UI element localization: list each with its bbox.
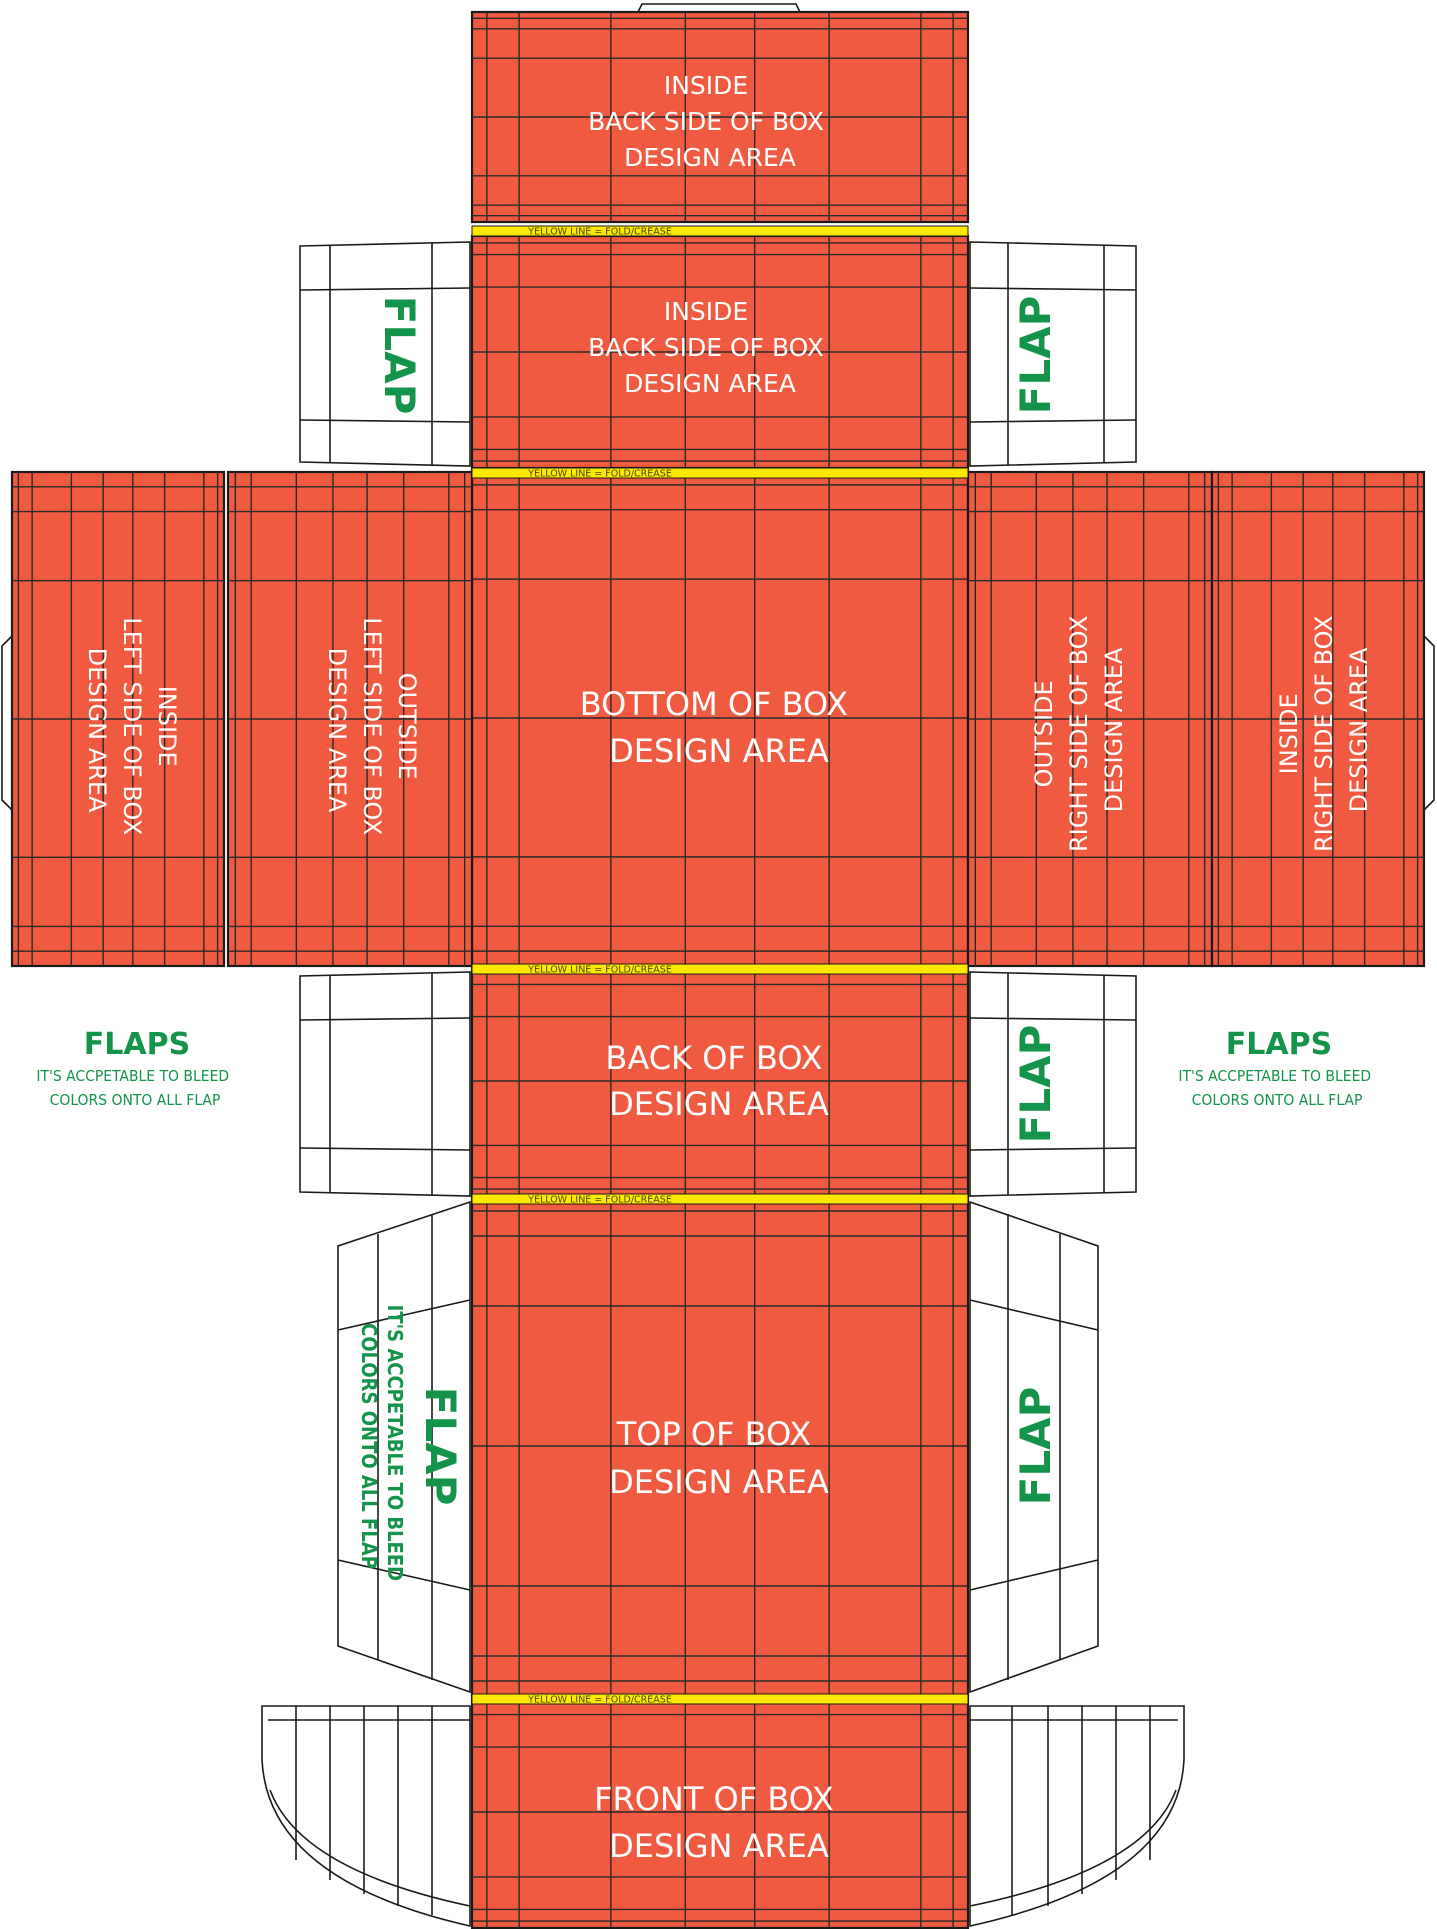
panel-label-inside-left: INSIDE LEFT SIDE OF BOX DESIGN AREA <box>83 617 181 843</box>
panel-label-back: BACK OF BOX DESIGN AREA <box>605 1039 832 1123</box>
panel-label-second-back: INSIDE BACK SIDE OF BOX DESIGN AREA <box>588 297 832 398</box>
flap-label-upper-left: FLAP <box>375 296 424 415</box>
fold-lines: YELLOW LINE = FOLD/CREASE YELLOW LINE = F… <box>471 225 969 1706</box>
fold-line-5: YELLOW LINE = FOLD/CREASE <box>471 1693 969 1706</box>
flap-bottom-right <box>969 1705 1185 1927</box>
panel-label-inside-right: INSIDE RIGHT SIDE OF BOX DESIGN AREA <box>1275 608 1373 852</box>
flap-upper-right <box>969 241 1137 467</box>
fold-line-label: YELLOW LINE = FOLD/CREASE <box>527 227 672 238</box>
panel-outside-left <box>226 470 474 968</box>
flap-label-lower-right: FLAP <box>1011 1387 1060 1506</box>
flap-middle-right <box>969 971 1137 1197</box>
panel-label-outside-left: OUTSIDE LEFT SIDE OF BOX DESIGN AREA <box>323 617 421 843</box>
fold-line-label: YELLOW LINE = FOLD/CREASE <box>527 1695 672 1706</box>
panel-label-top: TOP OF BOX DESIGN AREA <box>609 1415 829 1501</box>
panel-label-outside-right: OUTSIDE RIGHT SIDE OF BOX DESIGN AREA <box>1030 608 1128 852</box>
design-panels <box>10 10 1426 1929</box>
flap-lower-right <box>969 1200 1099 1694</box>
flap-note-vertical: IT'S ACCPETABLE TO BLEED COLORS ONTO ALL… <box>357 1305 407 1588</box>
flap-labels: FLAP FLAP FLAP FLAP FLAP IT'S ACCPETABLE… <box>357 296 1060 1588</box>
fold-line-label: YELLOW LINE = FOLD/CREASE <box>527 965 672 976</box>
panel-label-front: FRONT OF BOX DESIGN AREA <box>594 1780 844 1865</box>
flaps-note-right-title: FLAPS <box>1226 1027 1332 1062</box>
fold-line-label: YELLOW LINE = FOLD/CREASE <box>527 1195 672 1206</box>
flaps-note-left: FLAPS IT'S ACCPETABLE TO BLEED COLORS ON… <box>36 1027 233 1109</box>
flap-lower-left <box>337 1200 471 1694</box>
panel-outside-right <box>966 470 1214 968</box>
panel-label-top-back: INSIDE BACK SIDE OF BOX DESIGN AREA <box>588 71 832 172</box>
white-flaps <box>1 3 1435 1928</box>
tab-top <box>637 3 801 13</box>
flap-upper-left <box>299 241 471 467</box>
flap-bottom-left <box>261 1705 471 1928</box>
fold-line-4: YELLOW LINE = FOLD/CREASE <box>471 1193 969 1206</box>
panel-labels: INSIDE BACK SIDE OF BOX DESIGN AREA INSI… <box>83 71 1373 1865</box>
flaps-note-left-title: FLAPS <box>84 1027 190 1062</box>
panel-label-bottom: BOTTOM OF BOX DESIGN AREA <box>580 685 858 770</box>
panel-inside-right <box>1210 470 1426 968</box>
flaps-note-right-text: IT'S ACCPETABLE TO BLEED COLORS ONTO ALL… <box>1178 1067 1375 1109</box>
panel-inside-left <box>10 470 226 968</box>
panel-top-back <box>470 10 970 224</box>
flap-middle-left <box>299 971 471 1197</box>
panel-second-back <box>470 234 970 470</box>
fold-line-label: YELLOW LINE = FOLD/CREASE <box>527 469 672 480</box>
flap-label-upper-right: FLAP <box>1011 296 1060 415</box>
panel-front <box>470 1694 970 1929</box>
fold-line-3: YELLOW LINE = FOLD/CREASE <box>471 963 969 976</box>
flaps-note-left-text: IT'S ACCPETABLE TO BLEED COLORS ONTO ALL… <box>36 1067 233 1109</box>
flap-label-middle-right: FLAP <box>1011 1025 1060 1144</box>
tab-left <box>1 635 13 811</box>
flaps-note-right: FLAPS IT'S ACCPETABLE TO BLEED COLORS ON… <box>1178 1027 1375 1109</box>
panel-bottom <box>470 468 970 968</box>
tab-right <box>1423 635 1435 811</box>
flap-label-lower-left: FLAP <box>416 1387 465 1506</box>
fold-line-1: YELLOW LINE = FOLD/CREASE <box>471 225 969 238</box>
panel-back <box>470 964 970 1198</box>
panel-top <box>470 1194 970 1698</box>
fold-line-2: YELLOW LINE = FOLD/CREASE <box>471 467 969 480</box>
